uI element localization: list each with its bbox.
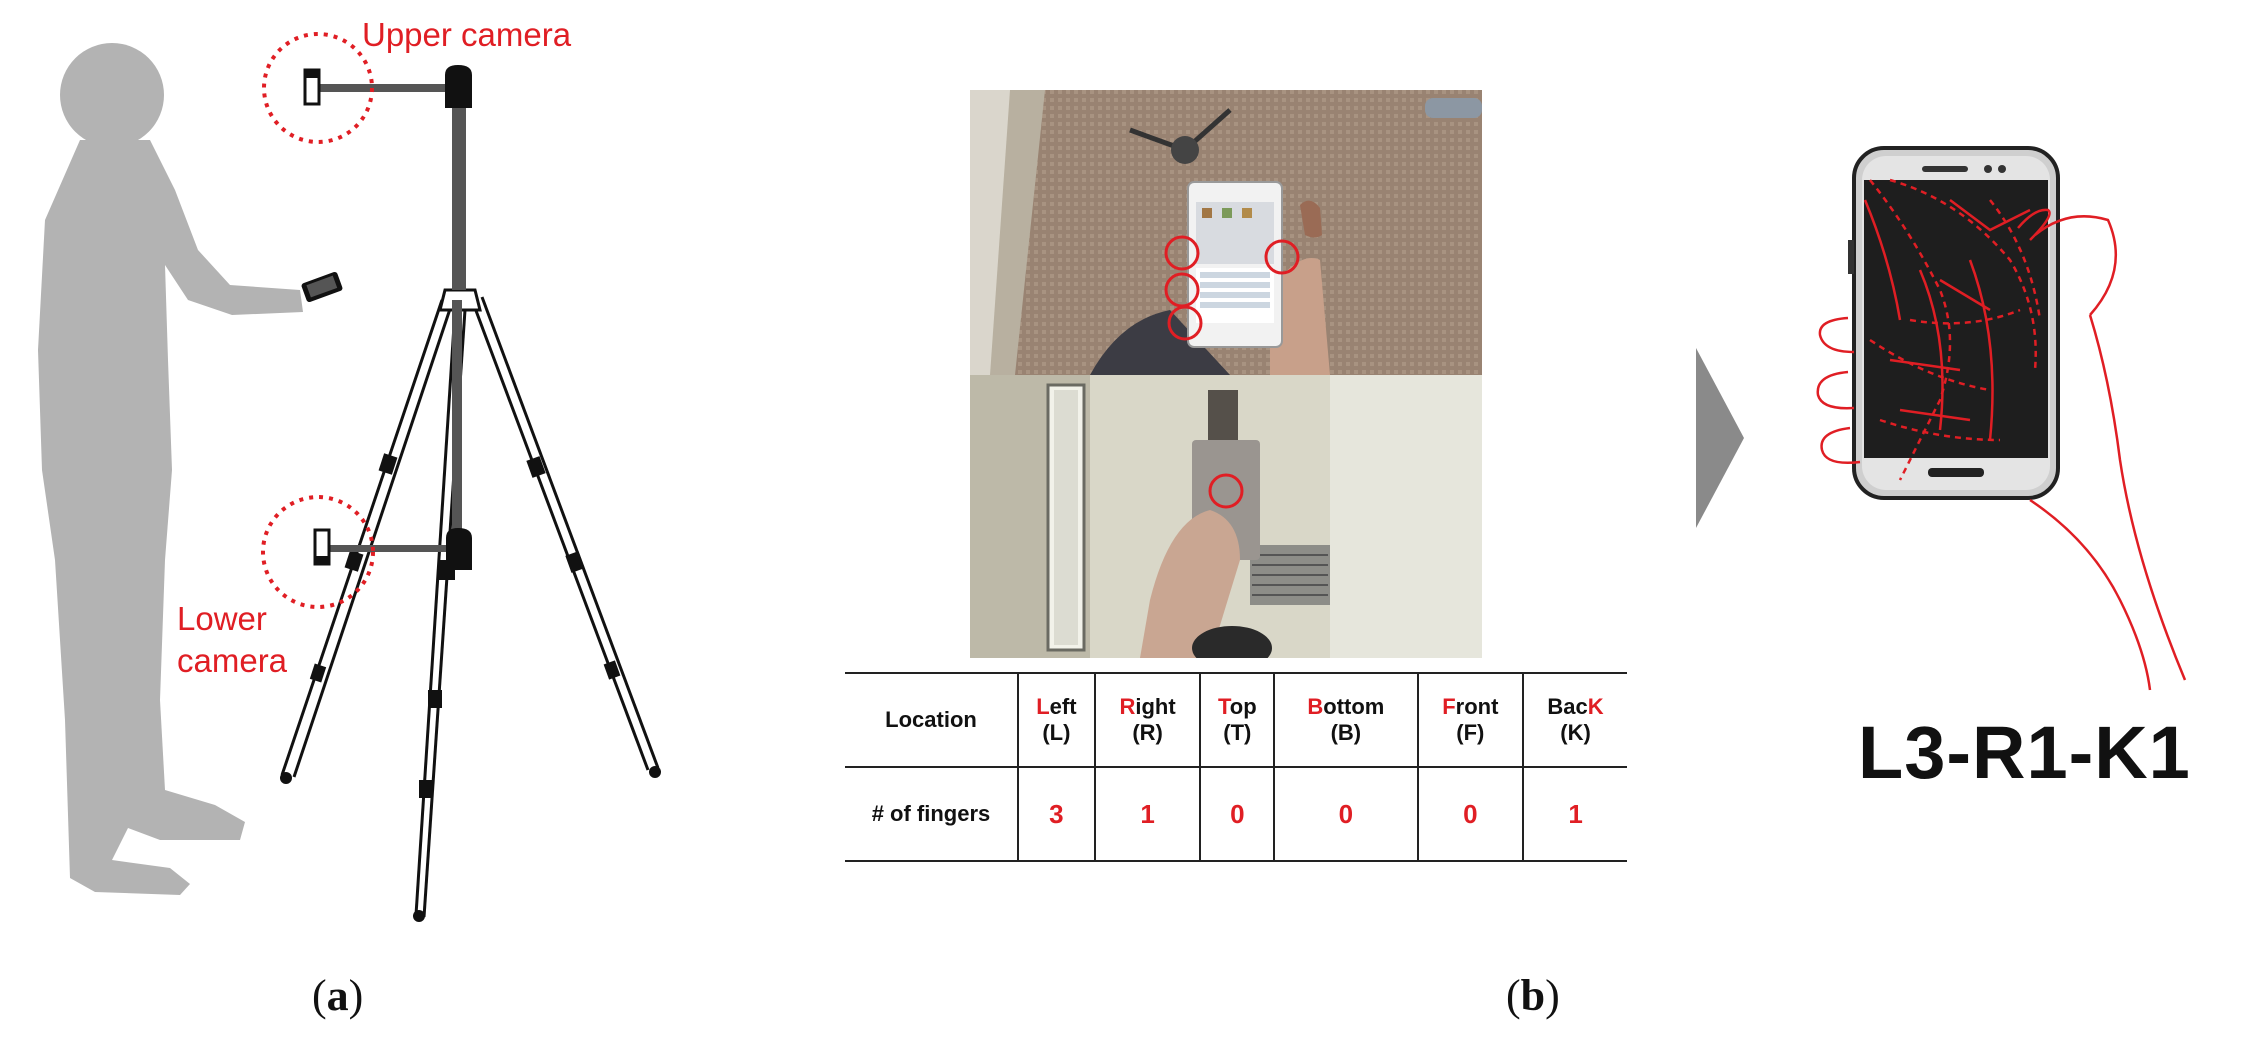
count-front: 0 [1416,767,1524,862]
caption-a: (a) [312,971,364,1020]
row-header-fingers: # of fingers [845,767,1019,862]
col-front: Front (F) [1416,672,1524,768]
finger-location-table: Location Left (L) Right (R) Top (T) Bott… [845,672,1627,862]
count-back: 1 [1522,767,1627,862]
table-row-finger-count: # of fingers 3 1 0 0 0 1 [845,767,1627,862]
lower-camera-photo [970,375,1482,658]
upper-camera-icon [303,68,321,106]
count-bottom: 0 [1273,767,1418,862]
table-row-location: Location Left (L) Right (R) Top (T) Bott… [845,672,1627,768]
finger-marker [1208,473,1244,509]
grip-code-label: L3-R1-K1 [1858,711,2191,794]
upper-camera-photo [970,90,1482,375]
count-top: 0 [1199,767,1275,862]
lower-camera-arm [330,545,455,552]
arrow-icon [1696,348,1744,528]
upper-camera-arm [320,84,455,92]
col-right: Right (R) [1093,672,1201,768]
col-top: Top (T) [1199,672,1275,768]
camera-photos [970,90,1482,658]
count-left: 3 [1017,767,1095,862]
finger-marker [1264,239,1300,275]
hand-outline [1816,178,2187,691]
count-right: 1 [1093,767,1201,862]
col-left: Left (L) [1017,672,1095,768]
upper-camera-highlight [262,32,374,144]
tripod [280,296,660,918]
lower-camera-highlight [261,495,375,609]
finger-marker [1167,305,1203,341]
grip-illustration [1816,146,2187,691]
finger-marker [1164,235,1200,271]
panel-a-illustration [38,32,661,922]
caption-b: (b) [1506,971,1560,1020]
lower-camera-icon [313,528,331,566]
upper-camera-label: Upper camera [362,16,572,53]
tripod-pole [452,90,466,290]
person-silhouette [38,43,303,895]
row-header-location: Location [845,672,1019,768]
col-back: BacK (K) [1522,672,1627,768]
col-bottom: Bottom (B) [1273,672,1418,768]
smartphone-icon [1848,146,2060,500]
lower-camera-label: Lower camera [177,600,288,679]
